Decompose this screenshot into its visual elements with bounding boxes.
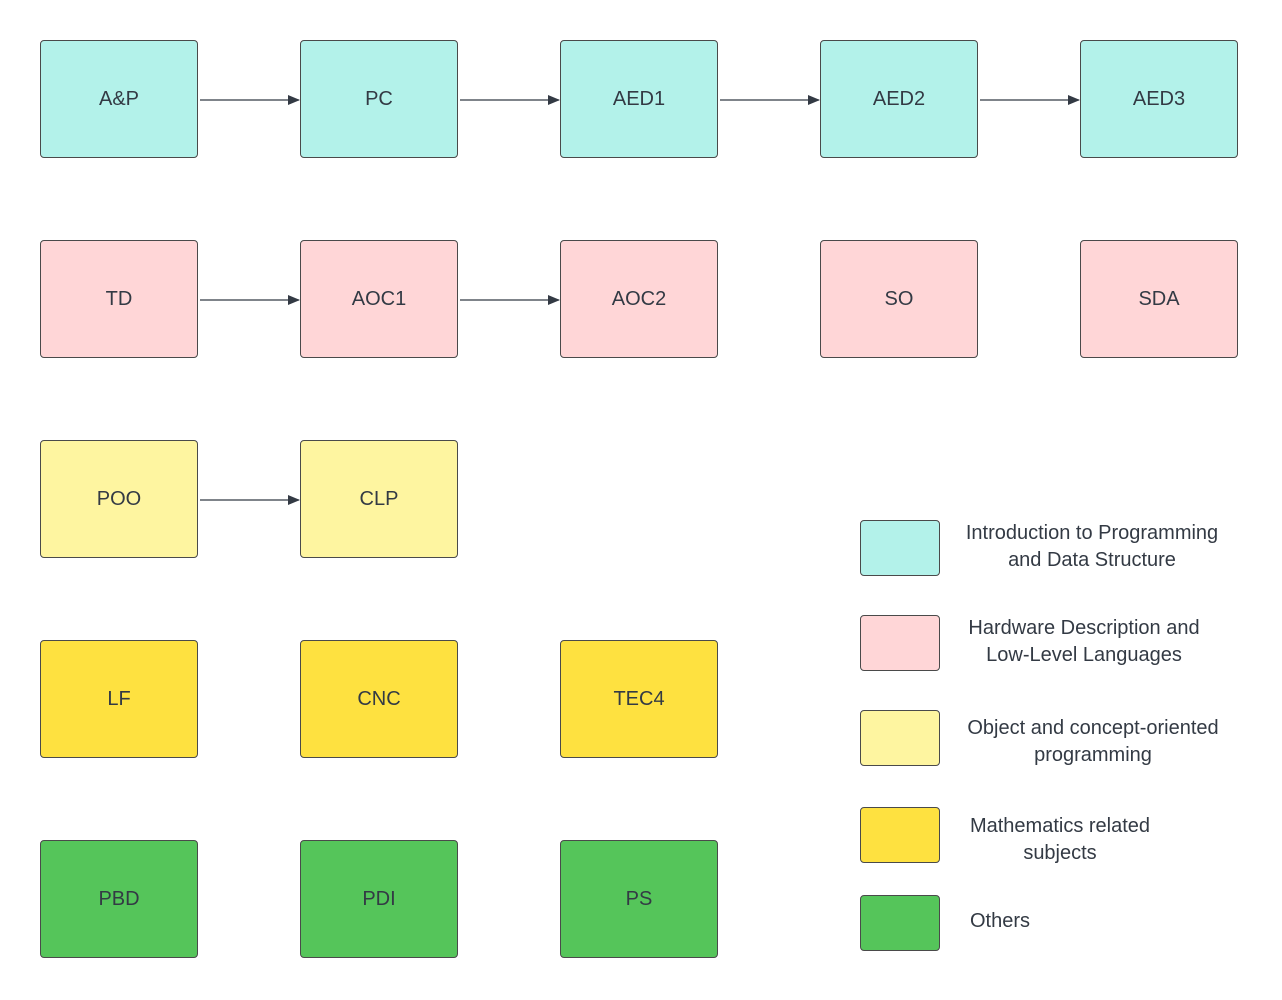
legend-swatch-math: [860, 807, 940, 863]
node-sda[interactable]: SDA: [1080, 240, 1238, 358]
legend-label-oop: Object and concept-oriented programming: [967, 717, 1219, 766]
node-pc[interactable]: PC: [300, 40, 458, 158]
node-ps[interactable]: PS: [560, 840, 718, 958]
node-aed2[interactable]: AED2: [820, 40, 978, 158]
node-poo[interactable]: POO: [40, 440, 198, 558]
legend-swatch-intro: [860, 520, 940, 576]
node-ap[interactable]: A&P: [40, 40, 198, 158]
legend-label-others: Others: [969, 910, 1031, 932]
node-lf[interactable]: LF: [40, 640, 198, 758]
node-pdi[interactable]: PDI: [300, 840, 458, 958]
node-tec4[interactable]: TEC4: [560, 640, 718, 758]
legend-label-math: Mathematics related subjects: [969, 815, 1151, 864]
node-cnc[interactable]: CNC: [300, 640, 458, 758]
legend-label-intro: Introduction to Programming and Data Str…: [965, 522, 1219, 571]
node-aed1[interactable]: AED1: [560, 40, 718, 158]
legend-swatch-hardware: [860, 615, 940, 671]
legend-swatch-others: [860, 895, 940, 951]
node-clp[interactable]: CLP: [300, 440, 458, 558]
node-td[interactable]: TD: [40, 240, 198, 358]
node-so[interactable]: SO: [820, 240, 978, 358]
node-aoc2[interactable]: AOC2: [560, 240, 718, 358]
node-aed3[interactable]: AED3: [1080, 40, 1238, 158]
node-pbd[interactable]: PBD: [40, 840, 198, 958]
node-aoc1[interactable]: AOC1: [300, 240, 458, 358]
legend-swatch-oop: [860, 710, 940, 766]
legend-label-hardware: Hardware Description and Low-Level Langu…: [968, 617, 1200, 666]
